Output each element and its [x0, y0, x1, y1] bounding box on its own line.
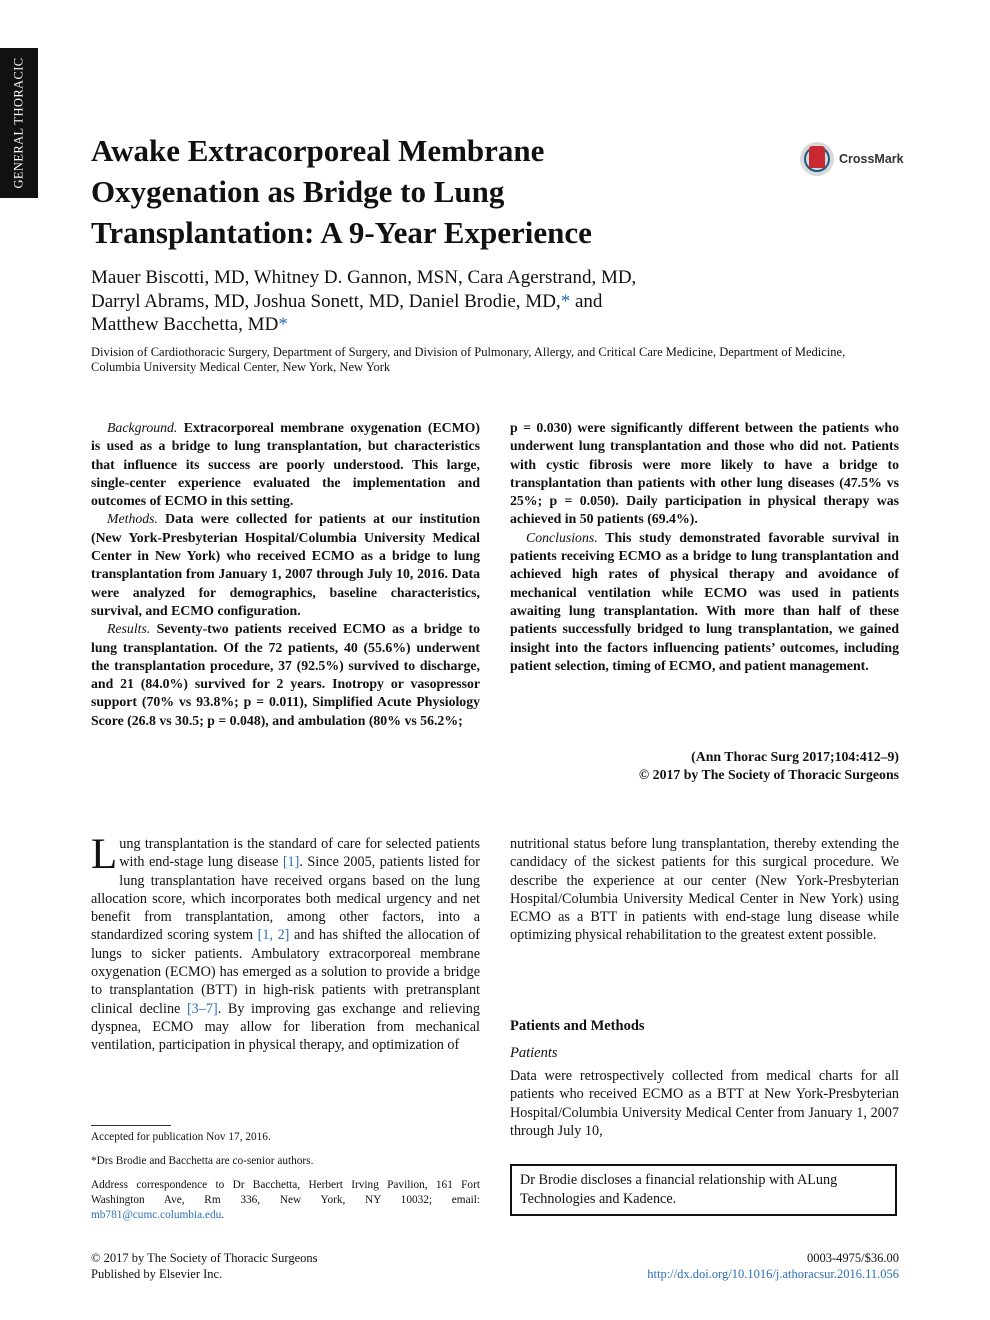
reference-link-2[interactable]: [1, 2]	[257, 927, 290, 944]
intro-text-4: . By improving gas exchange and relievin…	[91, 1000, 480, 1054]
abstract-copyright: © 2017 by The Society of Thoracic Surgeo…	[638, 767, 899, 783]
section-tab: GENERAL THORACIC	[0, 48, 38, 198]
methods-text: Data were collected for patients at our …	[91, 511, 480, 618]
address-end: .	[221, 1209, 225, 1221]
intro-text-1: ung transplantation is the standard of c…	[119, 836, 480, 871]
methods-label: Methods.	[107, 511, 158, 527]
crossmark-badge[interactable]: CrossMark	[800, 139, 930, 179]
reference-link-1[interactable]: [1]	[282, 854, 300, 871]
footnote-divider	[91, 1125, 171, 1126]
footnote-address: Address correspondence to Dr Bacchetta, …	[91, 1178, 480, 1223]
crossmark-label: CrossMark	[839, 152, 904, 166]
section-heading: Patients and Methods	[510, 1018, 645, 1034]
body-right-column: nutritional status before lung transplan…	[510, 835, 899, 945]
corresponding-mark-2[interactable]: *	[278, 314, 288, 335]
conclusions-label: Conclusions.	[526, 529, 598, 545]
abstract-methods: Methods. Data were collected for patient…	[91, 510, 480, 620]
doi-link[interactable]: http://dx.doi.org/10.1016/j.athoracsur.2…	[647, 1266, 899, 1281]
footnote-cosenior: *Drs Brodie and Bacchetta are co-senior …	[91, 1155, 314, 1167]
intro-text-2: . Since 2005, patients listed for lung t…	[91, 854, 480, 944]
footnotes: Accepted for publication Nov 17, 2016. *…	[91, 1130, 480, 1232]
methods-text-body: Data were retrospectively collected from…	[510, 1068, 899, 1139]
footnote-accepted: Accepted for publication Nov 17, 2016.	[91, 1131, 271, 1143]
intro-continued: nutritional status before lung transplan…	[510, 836, 899, 944]
article-title: Awake Extracorporeal Membrane Oxygenatio…	[91, 133, 592, 250]
reference-link-3[interactable]: [3–7]	[186, 1000, 218, 1017]
methods-paragraph: Data were retrospectively collected from…	[510, 1067, 899, 1140]
author-list: Mauer Biscotti, MD, Whitney D. Gannon, M…	[91, 266, 741, 337]
abstract-results: Results. Seventy-two patients received E…	[91, 620, 480, 730]
abstract-left-column: Background. Extracorporeal membrane oxyg…	[91, 419, 480, 730]
footer-right: 0003-4975/$36.00 http://dx.doi.org/10.10…	[560, 1251, 899, 1282]
intro-text-3: and has shifted the allocation of lungs …	[91, 927, 481, 1017]
abstract-results-continued: p = 0.030) were significantly different …	[510, 420, 899, 527]
authors-and: and	[570, 290, 603, 312]
subsection-heading: Patients	[510, 1045, 558, 1061]
section-tab-label: GENERAL THORACIC	[11, 57, 26, 189]
conclusions-text: This study demonstrated favorable surviv…	[510, 529, 899, 673]
abstract-background: Background. Extracorporeal membrane oxyg…	[91, 419, 480, 510]
affiliation: Division of Cardiothoracic Surgery, Depa…	[91, 345, 846, 374]
footer-copyright: © 2017 by The Society of Thoracic Surgeo…	[91, 1251, 318, 1265]
citation-block: (Ann Thorac Surg 2017;104:412–9) © 2017 …	[510, 748, 899, 785]
background-label: Background.	[107, 420, 178, 435]
crossmark-icon	[800, 142, 834, 176]
disclosure-box: Dr Brodie discloses a financial relation…	[510, 1164, 897, 1216]
abstract-right-column: p = 0.030) were significantly different …	[510, 419, 899, 675]
authors-line-1: Mauer Biscotti, MD, Whitney D. Gannon, M…	[91, 267, 637, 288]
authors-line-3: Matthew Bacchetta, MD	[91, 314, 279, 335]
drop-cap: L	[91, 831, 118, 878]
address-text: Address correspondence to Dr Bacchetta, …	[91, 1179, 480, 1206]
abstract-conclusions: Conclusions. This study demonstrated fav…	[510, 529, 899, 675]
background-text: Extracorporeal membrane oxygenation (ECM…	[91, 420, 480, 509]
footer-publisher: Published by Elsevier Inc.	[91, 1266, 223, 1281]
results-text: Seventy-two patients received ECMO as a …	[91, 621, 480, 728]
email-link[interactable]: mb781@cumc.columbia.edu	[91, 1209, 222, 1221]
results-label: Results.	[107, 621, 151, 637]
footer-left: © 2017 by The Society of Thoracic Surgeo…	[91, 1251, 317, 1282]
footer-issn: 0003-4975/$36.00	[806, 1251, 899, 1265]
authors-line-2: Darryl Abrams, MD, Joshua Sonett, MD, Da…	[91, 290, 561, 312]
journal-citation: (Ann Thorac Surg 2017;104:412–9)	[691, 749, 899, 764]
corresponding-mark[interactable]: *	[560, 290, 571, 312]
